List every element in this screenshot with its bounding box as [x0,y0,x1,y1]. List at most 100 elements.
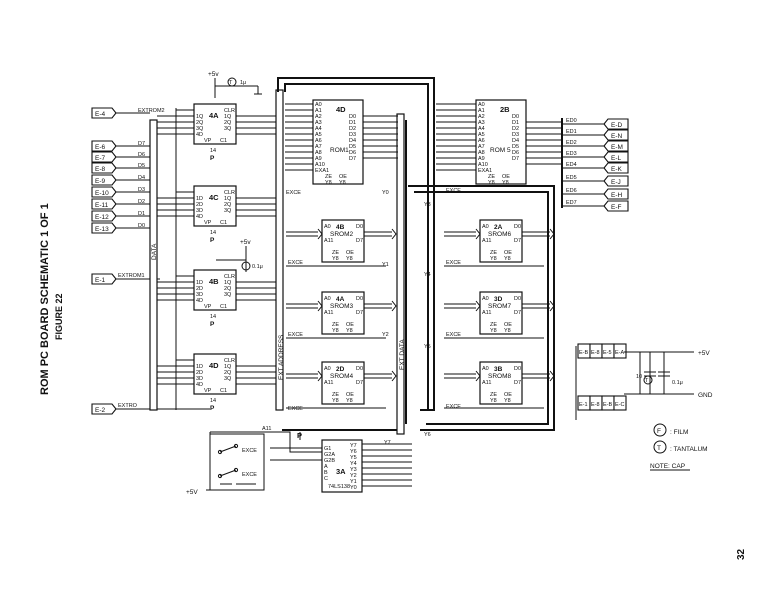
rom-pin-right: D0 [349,114,356,120]
srom-pin-bottom: ZE [332,392,339,398]
rom-pin-left: A5 [478,132,485,138]
latch-pin-out: 2Q [224,370,232,376]
decoder-pin-right: Y4 [350,461,357,467]
srom-top: A0 [482,224,489,230]
srom-name: SROM2 [330,231,354,238]
left-connector-signal: D7 [138,141,145,147]
srom-pin-bottom: ZE [332,250,339,256]
right-connector-label: E-N [611,133,623,140]
connector-e2-signal: EXTRO [118,403,138,409]
legend: F : FILM T : TANTALUM NOTE: CAP [650,423,708,471]
srom-out2: D7 [356,380,363,386]
svg-text:T: T [229,80,233,86]
right-connectors: ED0E-DED1E-NED2E-MED3E-LED4E-KED5E-JED6E… [562,118,629,212]
srom-out: D0 [356,224,363,230]
connector-e2: E-2 EXTRO [91,403,210,415]
srom-out: D0 [514,366,521,372]
srom-sub: A11 [482,380,491,386]
rom-main-name: ROM1 [330,147,349,154]
rom-pin-left: A9 [315,156,322,162]
latch-num: 14 [210,148,216,154]
left-connector-label: E-13 [95,226,109,233]
left-connector-label: E-6 [95,144,106,151]
latch-pin-bottom: C1 [220,388,227,394]
rom-pin-left: A10 [315,162,325,168]
rom-right-name: ROM 5 [490,147,511,154]
rom-pin-left: A3 [315,120,322,126]
plus5v-switch-label: +5V [186,489,198,496]
srom-id: 4B [336,224,345,231]
rom-address-wires [285,103,562,171]
srom-name: SROM4 [330,373,354,380]
page-number: 32 [736,548,747,560]
srom-pin-bottom: Y8 [346,398,353,404]
plus5v-right-label: +5V [698,350,710,357]
rom-pin-right: D2 [512,126,519,132]
rom-pin-right: D4 [512,138,519,144]
legend-film-symbol: F [657,428,661,435]
right-connector-label: E-K [611,166,623,173]
latch-pin-bottom: C1 [220,304,227,310]
srom-pin-bottom: ZE [490,392,497,398]
srom-out: D0 [514,296,521,302]
switch-label-2: EXCE [242,472,257,478]
decoder-pin-left: B [324,470,328,476]
left-connector-label: E-8 [95,166,106,173]
latch-power-top: +5v T 1μ [208,71,262,98]
power-connector-bottom: E-1 [579,402,588,408]
latch-pin-bottom: C1 [220,220,227,226]
right-connector-signal: ED7 [566,200,577,206]
plus5v-top-label: +5v [208,71,219,78]
exce-label: EXCE [446,404,461,410]
rom-pin-left: A6 [315,138,322,144]
latch-pin-in: 1D [196,196,203,202]
latch-id: 4B [209,277,219,286]
srom-id: 3D [494,296,503,303]
rom-pin-right: D0 [512,114,519,120]
schematic-title: ROM PC BOARD SCHEMATIC 1 OF 1 [39,203,51,395]
y-label: Y0 [382,190,389,196]
latch-pin-in: 4D [196,214,203,220]
power-connector-top: E-5 [603,350,612,356]
rom-pin-left: A6 [478,138,485,144]
srom-out2: D7 [356,238,363,244]
latch-pin-in: 1Q [196,114,204,120]
srom-pin-bottom: OE [346,392,354,398]
cap-tant-label: 10 [636,374,642,380]
legend-tant: : TANTALUM [670,446,708,453]
rom-pin-right: D4 [349,138,356,144]
rom-pin-left: A0 [315,102,322,108]
latch-pin-out: 2Q [224,120,232,126]
rom-pin-left: A9 [478,156,485,162]
right-connector-signal: ED2 [566,140,577,146]
left-connector-signal: D6 [138,152,145,158]
rom-pin-left: A2 [478,114,485,120]
rom-pin-left: A5 [315,132,322,138]
power-connector-bottom: E-8 [591,402,600,408]
srom-top: A0 [482,366,489,372]
ext-data-label: EXT DATA [399,339,406,370]
srom-out2: D7 [514,310,521,316]
rom-pin-left: A2 [315,114,322,120]
exce-label: EXCE [288,332,303,338]
rom-pin-right: D7 [512,156,519,162]
rom-pin-left: EXA1 [478,168,492,174]
rom-pin-left: A7 [478,144,485,150]
right-connector-signal: ED1 [566,129,577,135]
plus5v-mid-label: +5v [240,239,251,246]
